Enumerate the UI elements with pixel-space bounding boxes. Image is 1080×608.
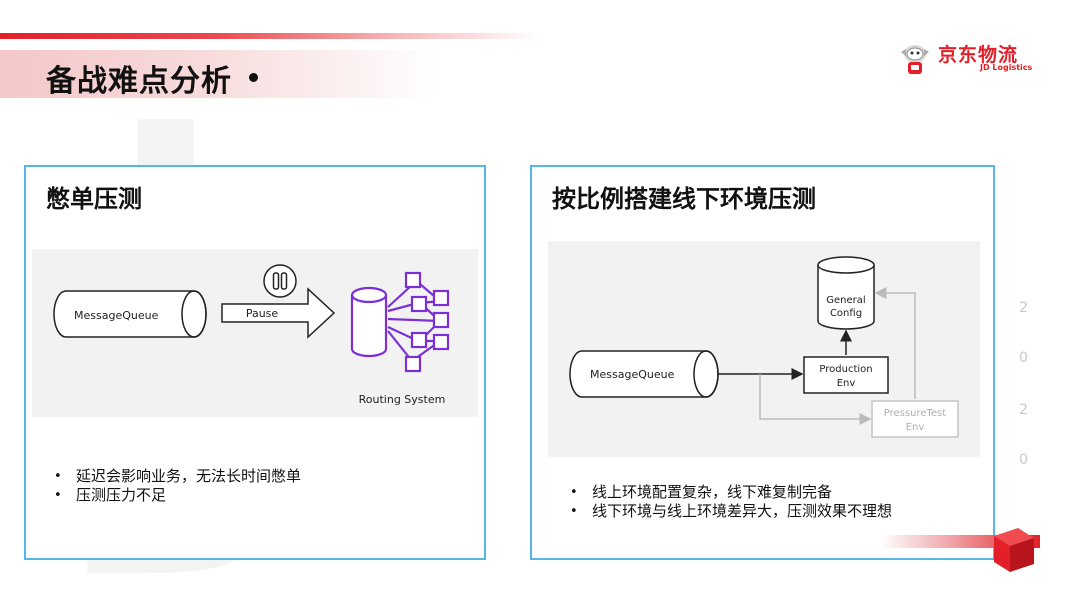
title-band [0, 50, 440, 98]
left-diagram: MessageQueue Pause [32, 249, 478, 417]
list-item: 线下环境与线上环境差异大，压测效果不理想 [566, 502, 892, 521]
message-queue-cylinder [569, 350, 719, 398]
right-diagram: MessageQueue General Config Production E… [548, 241, 980, 457]
title-bullet-dot [249, 73, 258, 82]
pressure-test-env-label-line1: PressureTest [884, 408, 946, 419]
general-config-label-line1: General [826, 295, 865, 306]
queue-to-pressure-test-arrow [759, 374, 872, 425]
production-env-label-line2: Env [837, 378, 856, 389]
page-title: 备战难点分析 [46, 64, 232, 99]
red-cube-icon [994, 528, 1034, 572]
logo-text-english: JD Logistics [980, 63, 1033, 72]
background-year-digit: 0 [1019, 452, 1028, 468]
right-panel: 按比例搭建线下环境压测 MessageQueue Gener [530, 165, 995, 560]
right-panel-title: 按比例搭建线下环境压测 [552, 185, 816, 213]
logo-text-chinese: 京东物流 [938, 44, 1019, 66]
pressure-test-env-box [871, 400, 959, 438]
production-env-box [803, 356, 889, 394]
routing-system-icon [350, 271, 450, 373]
pressure-test-to-config-arrow [874, 287, 916, 399]
pause-arrow-label: Pause [246, 307, 279, 320]
list-item: 延迟会影响业务，无法长时间憋单 [50, 467, 301, 486]
left-panel: 憋单压测 MessageQueue Pause [24, 165, 486, 560]
message-queue-cylinder [53, 290, 207, 338]
pause-icon [263, 264, 297, 298]
left-panel-title: 憋单压测 [46, 185, 142, 213]
pause-arrow [221, 287, 336, 339]
jd-mascot-icon [901, 45, 929, 74]
general-config-label-line2: Config [830, 308, 862, 319]
background-year-digit: 2 [1019, 300, 1028, 316]
production-env-label-line1: Production [819, 364, 872, 375]
pause-test-diagram: MessageQueue Pause [53, 264, 450, 406]
list-item: 线上环境配置复杂，线下难复制完备 [566, 483, 892, 502]
general-config-database [817, 256, 875, 330]
list-item: 压测压力不足 [50, 486, 301, 505]
header-accent-bar [0, 33, 540, 39]
background-year-digit: 2 [1019, 402, 1028, 418]
message-queue-label: MessageQueue [74, 309, 159, 322]
background-year-digit: 0 [1019, 350, 1028, 366]
pressure-test-env-label-line2: Env [906, 422, 925, 433]
left-bullet-list: 延迟会影响业务，无法长时间憋单 压测压力不足 [50, 467, 301, 505]
jd-logistics-logo: 京东物流 JD Logistics [896, 40, 1036, 76]
right-bullet-list: 线上环境配置复杂，线下难复制完备 线下环境与线上环境差异大，压测效果不理想 [566, 483, 892, 521]
offline-environment-diagram: MessageQueue General Config Production E… [569, 256, 959, 438]
routing-system-label: Routing System [359, 393, 446, 406]
message-queue-label: MessageQueue [590, 368, 675, 381]
